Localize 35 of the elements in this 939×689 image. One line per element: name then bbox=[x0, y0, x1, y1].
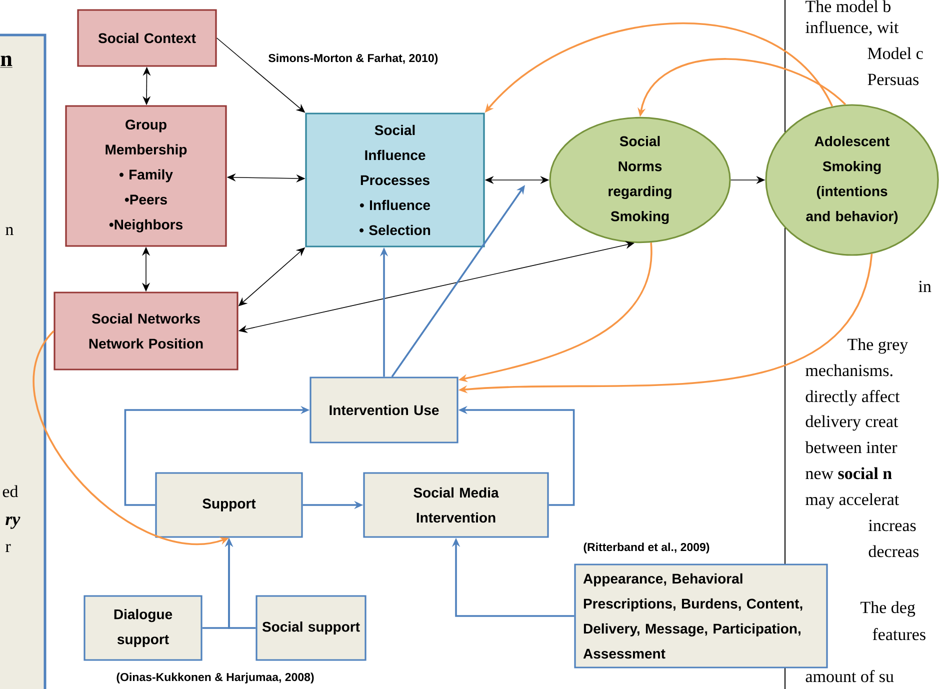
paragraph-text: increas bbox=[868, 520, 916, 532]
context-box: Group Membership • Family •Peers •Neighbors bbox=[65, 105, 227, 247]
paragraph-text: in bbox=[918, 280, 932, 292]
paragraph-text: Model c bbox=[868, 47, 923, 60]
paragraph-text: The deg bbox=[860, 601, 916, 617]
paragraph-text: The model b bbox=[806, 0, 890, 12]
process-box: Social Influence Processes • Influence • Selection bbox=[305, 112, 485, 248]
paragraph-text: new social n bbox=[806, 467, 892, 480]
paragraph-text: ed bbox=[2, 485, 18, 498]
intervention-box: Social support bbox=[256, 595, 366, 661]
intervention-box: Social Media Intervention bbox=[363, 472, 549, 538]
feature-box: Appearance, Behavioral Prescriptions, Burdens, Content, Delivery, Message, Participation, Assessment bbox=[574, 564, 828, 668]
paragraph-text: n bbox=[0, 56, 13, 68]
paragraph-text: ry bbox=[6, 516, 20, 529]
paragraph-text: amount of su bbox=[806, 670, 894, 682]
paragraph-text: delivery creat bbox=[806, 415, 898, 431]
paragraph-text: between inter bbox=[805, 441, 898, 454]
paragraph-text: r bbox=[6, 544, 11, 552]
intervention-box: Support bbox=[155, 472, 303, 538]
citation-text: (Ritterband et al., 2009) bbox=[584, 542, 710, 554]
context-box: Social Context bbox=[77, 9, 217, 67]
paragraph-text: directly affect bbox=[806, 390, 900, 406]
paragraph-text: features bbox=[872, 628, 926, 640]
paragraph-text: The grey bbox=[848, 338, 908, 354]
paragraph-text: influence, wit bbox=[806, 21, 899, 36]
intervention-box: Intervention Use bbox=[310, 376, 458, 444]
paragraph-text: may accelerat bbox=[806, 493, 900, 509]
paragraph-text: Persuas bbox=[868, 74, 919, 86]
context-box: Social Networks Network Position bbox=[54, 292, 238, 370]
paragraph-text: n bbox=[6, 227, 14, 235]
intervention-box: Dialogue support bbox=[84, 595, 202, 661]
citation-text: (Oinas-Kukkonen & Harjumaa, 2008) bbox=[116, 672, 314, 684]
citation-text: Simons-Morton & Farhat, 2010) bbox=[268, 54, 438, 64]
paragraph-text: decreas bbox=[868, 545, 919, 558]
paragraph-text: mechanisms. bbox=[806, 364, 892, 376]
